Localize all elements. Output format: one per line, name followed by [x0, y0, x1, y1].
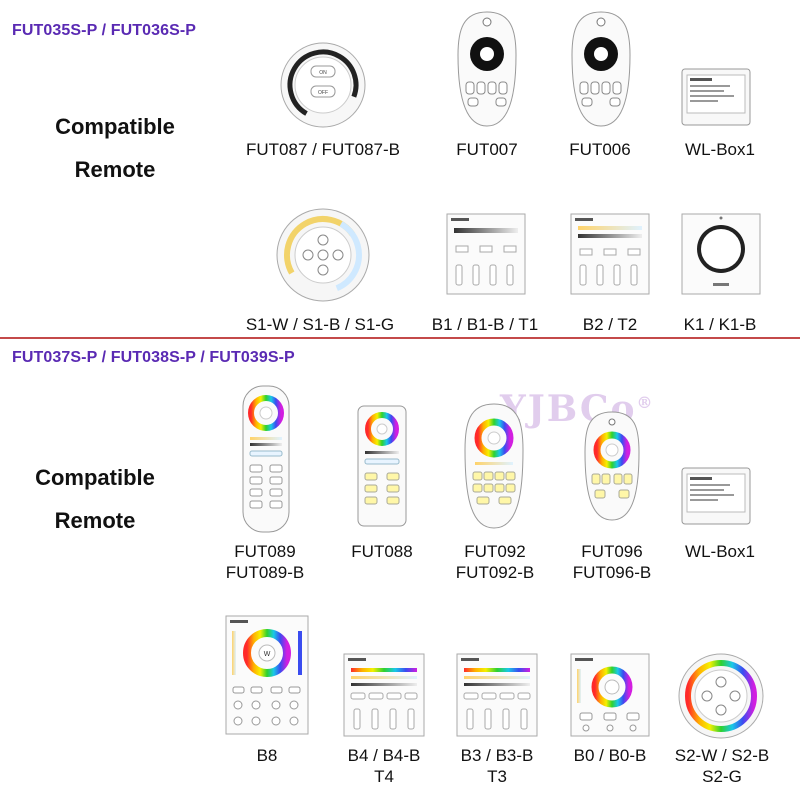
svg-text:ON: ON [319, 70, 327, 76]
fut096-remote-image [583, 410, 641, 522]
device-label-b3: B3 / B3-B T3 [460, 746, 534, 786]
section2-title: FUT037S-P / FUT038S-P / FUT039S-P [12, 349, 295, 366]
device-label-b0: B0 / B0-B [573, 746, 647, 765]
b1-panel-image [446, 213, 526, 295]
svg-text:OFF: OFF [318, 90, 328, 96]
device-label-s2: S2-W / S2-B S2-G [674, 746, 770, 786]
svg-text:W: W [264, 651, 271, 658]
s1-panel-image [276, 208, 370, 302]
device-label-wl-box1-2: WL-Box1 [685, 542, 755, 561]
device-label-fut092: FUT092 FUT092-B [455, 542, 535, 582]
wl-box1-image [681, 68, 751, 126]
fut089-remote-image [242, 385, 290, 533]
b4-panel-image [343, 653, 425, 737]
fut088-remote-image [357, 405, 407, 527]
section2-compatible-label: Compatible Remote [35, 465, 155, 533]
fut092-remote-image [463, 402, 525, 530]
section1-compatible-label: Compatible Remote [55, 114, 175, 182]
wl-box1-image [681, 467, 751, 525]
fut087-remote-image: ON OFF [280, 42, 366, 128]
device-label-fut007: FUT007 [456, 140, 518, 159]
device-label-k1: K1 / K1-B [683, 315, 757, 334]
b8-panel-image: W [225, 615, 309, 735]
device-label-b1: B1 / B1-B / T1 [431, 315, 539, 334]
device-label-s1: S1-W / S1-B / S1-G [245, 315, 395, 334]
device-label-fut088: FUT088 [351, 542, 413, 561]
device-label-b4: B4 / B4-B T4 [347, 746, 421, 786]
device-label-fut089: FUT089 FUT089-B [225, 542, 305, 582]
b2-panel-image [570, 213, 650, 295]
b0-panel-image [570, 653, 650, 737]
k1-panel-image [681, 213, 761, 295]
device-label-b2: B2 / T2 [582, 315, 638, 334]
b3-panel-image [456, 653, 538, 737]
device-label-fut096: FUT096 FUT096-B [572, 542, 652, 582]
fut007-remote-image [456, 10, 518, 128]
device-label-fut087: FUT087 / FUT087-B [246, 140, 400, 159]
section1-title: FUT035S-P / FUT036S-P [12, 22, 197, 39]
s2-panel-image [678, 653, 764, 739]
device-label-fut006: FUT006 [569, 140, 631, 159]
device-label-wl-box1: WL-Box1 [685, 140, 755, 159]
section-divider [0, 337, 800, 339]
fut006-remote-image [570, 10, 632, 128]
device-label-b8: B8 [256, 746, 278, 765]
